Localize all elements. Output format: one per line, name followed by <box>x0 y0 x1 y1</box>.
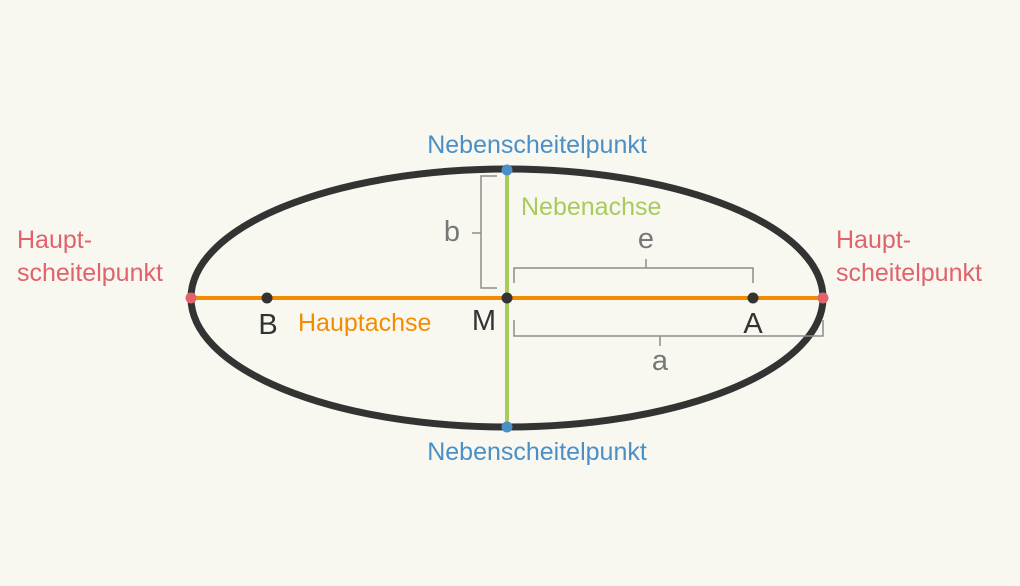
major-vertex-right-label-line1: Haupt- <box>836 226 911 254</box>
minor-vertex-top-label: Nebenscheitelpunkt <box>427 131 647 159</box>
minor-vertex-bottom-label: Nebenscheitelpunkt <box>427 438 647 466</box>
major-vertex-right-point <box>817 292 829 304</box>
e-label: e <box>638 223 654 255</box>
bracket-e <box>513 259 754 283</box>
focus-b-point <box>261 292 273 304</box>
major-vertex-left-label-line1: Haupt- <box>17 226 92 254</box>
focus-a-label: A <box>743 308 763 340</box>
minor-vertex-top-point <box>501 164 513 176</box>
bracket-a <box>513 320 824 346</box>
minor-vertex-bottom-point <box>501 421 513 433</box>
center-m-point <box>501 292 513 304</box>
center-m-label: M <box>472 305 496 337</box>
major-axis-label: Hauptachse <box>298 309 431 337</box>
focus-b-label: B <box>258 309 277 341</box>
major-vertex-left-label-line2: scheitelpunkt <box>17 259 163 287</box>
major-vertex-right-label-line2: scheitelpunkt <box>836 259 982 287</box>
a-label: a <box>652 345 669 377</box>
major-vertex-left-point <box>185 292 197 304</box>
b-label: b <box>444 216 460 248</box>
focus-a-point <box>747 292 759 304</box>
minor-axis-label: Nebenachse <box>521 193 661 221</box>
bracket-b <box>472 175 497 289</box>
